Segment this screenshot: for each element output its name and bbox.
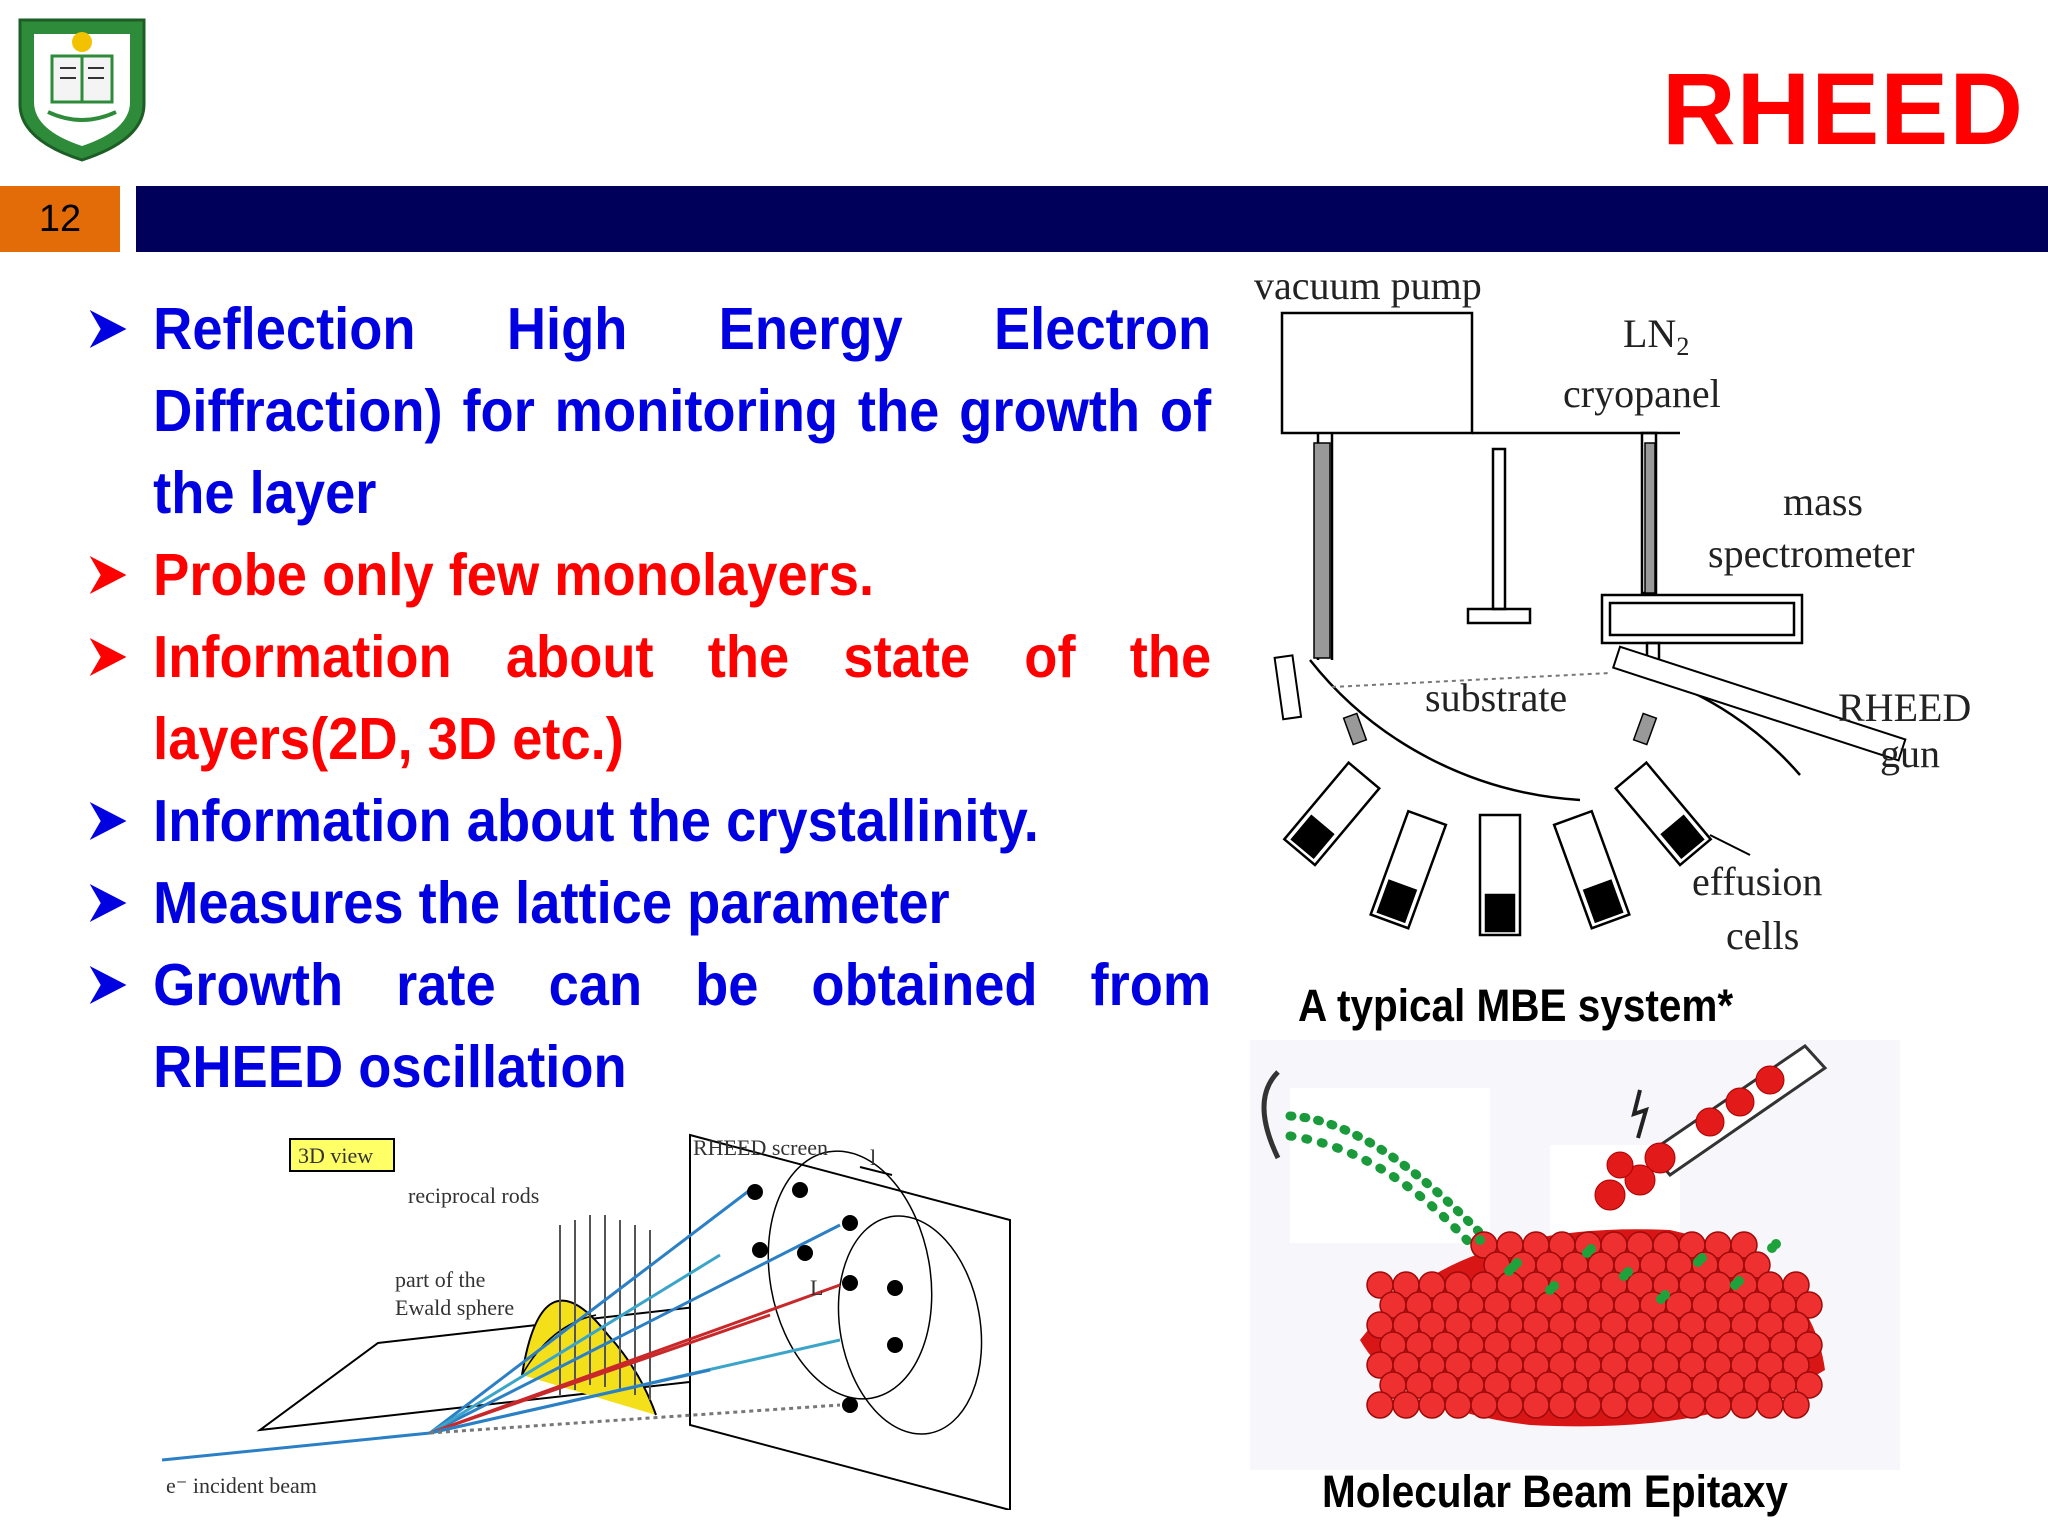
atom — [1522, 1391, 1550, 1419]
adatom — [1545, 1285, 1555, 1295]
atom — [1756, 1391, 1784, 1419]
atom — [1444, 1391, 1472, 1419]
atom — [1418, 1391, 1446, 1419]
header-bar — [136, 186, 2048, 252]
bullet-text: Information about the state of the layer… — [153, 624, 1212, 772]
atom — [1782, 1351, 1810, 1379]
label-part-of-the: part of the — [395, 1267, 485, 1292]
atom — [1795, 1291, 1823, 1319]
adatom — [1730, 1280, 1740, 1290]
adatom — [1656, 1294, 1666, 1304]
atom — [1600, 1391, 1628, 1419]
label-rheed-screen: RHEED screen — [693, 1135, 828, 1160]
adatom — [1767, 1243, 1777, 1253]
label-effusion: effusion — [1692, 859, 1822, 904]
adatom — [1475, 1235, 1485, 1245]
label-ln2: LN2 — [1623, 311, 1689, 361]
label-reciprocal-rods: reciprocal rods — [408, 1183, 539, 1208]
adatom — [1504, 1266, 1514, 1276]
arrow-bullet-icon — [89, 802, 127, 840]
adatom — [1619, 1271, 1629, 1281]
label-cells: cells — [1726, 913, 1799, 958]
atom — [1795, 1371, 1823, 1399]
atom — [1782, 1271, 1810, 1299]
mbe-caption: A typical MBE system* — [1298, 980, 1734, 1031]
bullet-text: Probe only few monolayers. — [153, 542, 875, 608]
label-ewald-sphere: Ewald sphere — [395, 1295, 514, 1320]
label-incident-beam: e⁻ incident beam — [166, 1473, 317, 1498]
atom — [1496, 1391, 1524, 1419]
atom — [1366, 1391, 1394, 1419]
mbe-system-diagram: vacuum pump LN2 cryopanel mass spectrome… — [1254, 263, 1971, 958]
epitaxy-illustration — [1250, 1040, 1900, 1470]
atom — [1730, 1391, 1758, 1419]
arrow-bullet-icon — [89, 638, 127, 676]
atom — [1704, 1391, 1732, 1419]
bullet-text: Information about the crystallinity. — [153, 788, 1039, 854]
bullet-text: Growth rate can be obtained from RHEED o… — [153, 952, 1212, 1100]
atom — [1392, 1391, 1420, 1419]
label-substrate: substrate — [1425, 675, 1567, 720]
atom — [1652, 1391, 1680, 1419]
atom — [1730, 1231, 1758, 1259]
label-vacuum-pump: vacuum pump — [1254, 263, 1482, 308]
bullet-item: Information about the state of the layer… — [86, 616, 1211, 780]
bullet-item: Information about the crystallinity. — [86, 780, 1211, 862]
rheed-geometry-diagram: 3D view RHEED screen reciprocal rods par… — [161, 1133, 1011, 1510]
atom — [1795, 1331, 1823, 1359]
bullet-item: Measures the lattice parameter — [86, 862, 1211, 944]
bullet-list: Reflection High Energy Electron Diffract… — [86, 288, 1211, 1108]
atom — [1782, 1311, 1810, 1339]
bullet-text: Reflection High Energy Electron Diffract… — [153, 296, 1212, 526]
atom — [1548, 1391, 1576, 1419]
atom — [1678, 1391, 1706, 1419]
label-lt: L — [810, 1275, 823, 1300]
atom — [1470, 1391, 1498, 1419]
slide-title: RHEED — [1661, 52, 2024, 166]
bullet-item: Reflection High Energy Electron Diffract… — [86, 288, 1211, 534]
label-spectrometer: spectrometer — [1708, 531, 1915, 576]
label-l: l — [870, 1145, 876, 1170]
arrow-bullet-icon — [89, 556, 127, 594]
atom — [1626, 1391, 1654, 1419]
atom — [1782, 1391, 1810, 1419]
adatom — [1693, 1257, 1703, 1267]
atom — [1574, 1391, 1602, 1419]
university-crest-icon — [18, 18, 146, 162]
bullet-item: Growth rate can be obtained from RHEED o… — [86, 944, 1211, 1108]
atom — [1743, 1251, 1771, 1279]
adatom — [1582, 1248, 1592, 1258]
bullet-text: Measures the lattice parameter — [153, 870, 950, 936]
label-rheed: RHEED — [1838, 685, 1971, 730]
epitaxy-caption: Molecular Beam Epitaxy — [1322, 1466, 1788, 1517]
arrow-bullet-icon — [89, 884, 127, 922]
label-mass: mass — [1783, 479, 1863, 524]
arrow-bullet-icon — [89, 310, 127, 348]
label-cryopanel: cryopanel — [1563, 371, 1721, 416]
label-gun: gun — [1880, 731, 1940, 776]
label-3d-view: 3D view — [298, 1143, 373, 1168]
bullet-item: Probe only few monolayers. — [86, 534, 1211, 616]
arrow-bullet-icon — [89, 966, 127, 1004]
slide-number: 12 — [0, 186, 120, 252]
